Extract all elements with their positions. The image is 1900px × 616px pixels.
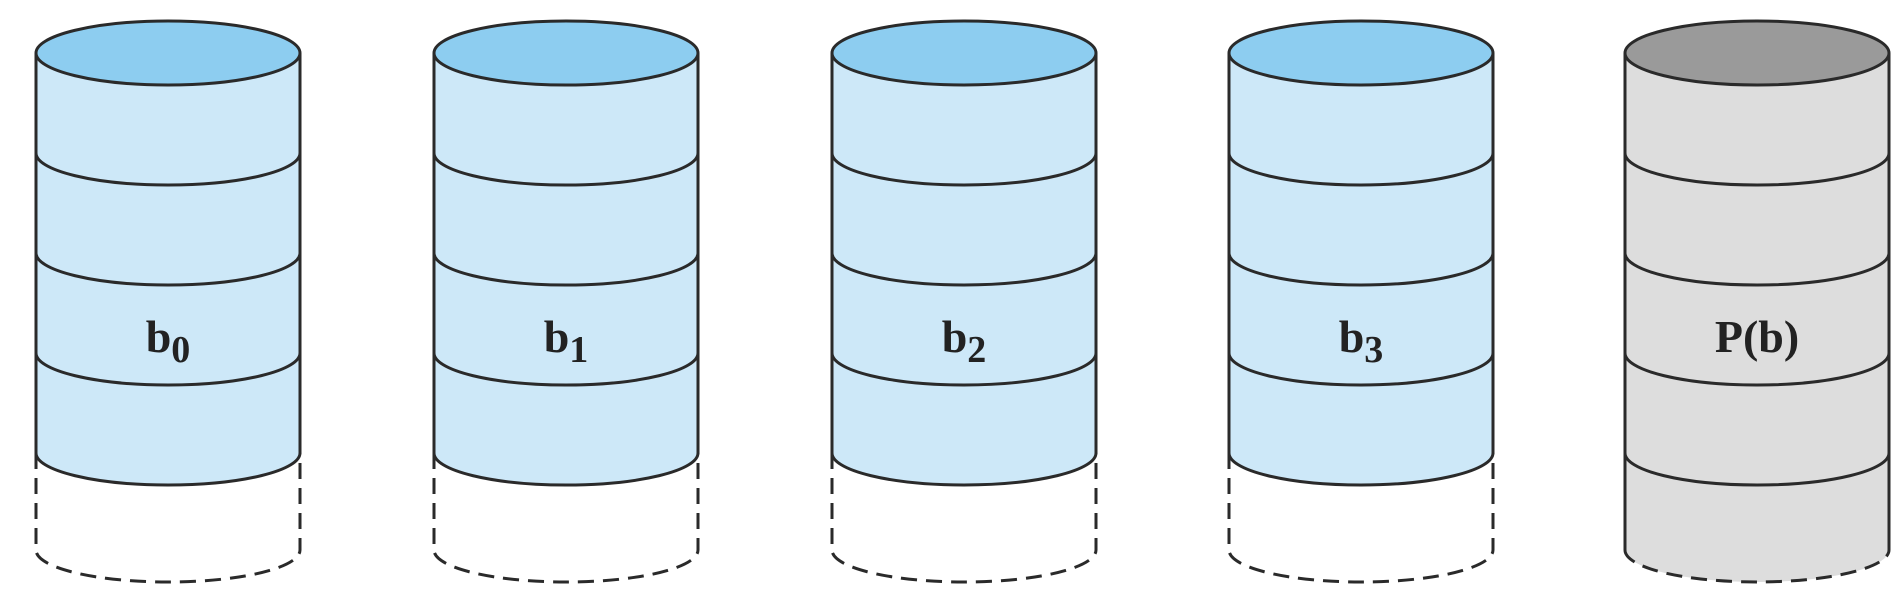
disk-label-main: b xyxy=(146,311,172,362)
stripe-divider-1 xyxy=(432,252,700,287)
cylinder-bottom-edge xyxy=(830,452,1098,487)
empty-slot-dashed xyxy=(34,453,302,584)
empty-slot-dashed xyxy=(432,453,700,584)
disk-label: b2 xyxy=(942,311,987,371)
cylinder-bottom-edge xyxy=(1227,452,1495,487)
stripe-divider-1 xyxy=(1623,252,1891,287)
stripe-divider-2 xyxy=(830,352,1098,387)
disk-label: b0 xyxy=(146,311,191,371)
empty-slot-dashed xyxy=(1227,453,1495,584)
stripe-divider-2 xyxy=(1227,352,1495,387)
disk-label-sub: 1 xyxy=(569,329,588,371)
disk-label: b3 xyxy=(1339,311,1384,371)
empty-slot-dashed xyxy=(830,453,1098,584)
cylinder-top xyxy=(1623,19,1891,87)
disk-1: b1 xyxy=(432,19,700,584)
stripe-divider-2 xyxy=(1623,352,1891,387)
cylinder-bottom-edge xyxy=(1623,549,1891,584)
stripe-divider-0 xyxy=(432,152,700,187)
cylinder-body xyxy=(832,53,1096,485)
cylinder-body xyxy=(36,53,300,485)
cylinder-body xyxy=(1625,53,1889,582)
stripe-divider-0 xyxy=(34,152,302,187)
disk-4: P(b) xyxy=(1623,19,1891,584)
stripe-divider-1 xyxy=(34,252,302,287)
disk-label-sub: 2 xyxy=(967,329,986,371)
stripe-divider-3 xyxy=(1623,452,1891,487)
stripe-divider-1 xyxy=(830,252,1098,287)
stripe-divider-1 xyxy=(1227,252,1495,287)
disk-label-sub: 0 xyxy=(171,329,190,371)
stripe-divider-0 xyxy=(1623,152,1891,187)
disk-label-main: b xyxy=(942,311,968,362)
cylinder-body xyxy=(1229,53,1493,485)
stripe-divider-0 xyxy=(830,152,1098,187)
disk-label-main: P xyxy=(1715,311,1743,362)
disk-label: P(b) xyxy=(1715,311,1799,362)
disk-label: b1 xyxy=(544,311,589,371)
cylinder-bottom-edge xyxy=(432,452,700,487)
cylinder-top xyxy=(34,19,302,87)
disk-label-sub: (b) xyxy=(1743,311,1799,362)
cylinder-top xyxy=(1227,19,1495,87)
disk-label-main: b xyxy=(1339,311,1365,362)
disk-label-sub: 3 xyxy=(1364,329,1383,371)
cylinder-bottom-edge xyxy=(34,452,302,487)
cylinder-body xyxy=(434,53,698,485)
disk-3: b3 xyxy=(1227,19,1495,584)
stripe-divider-2 xyxy=(34,352,302,387)
cylinder-top xyxy=(432,19,700,87)
stripe-divider-2 xyxy=(432,352,700,387)
cylinder-top xyxy=(830,19,1098,87)
disk-2: b2 xyxy=(830,19,1098,584)
stripe-divider-0 xyxy=(1227,152,1495,187)
disk-label-main: b xyxy=(544,311,570,362)
disk-0: b0 xyxy=(34,19,302,584)
